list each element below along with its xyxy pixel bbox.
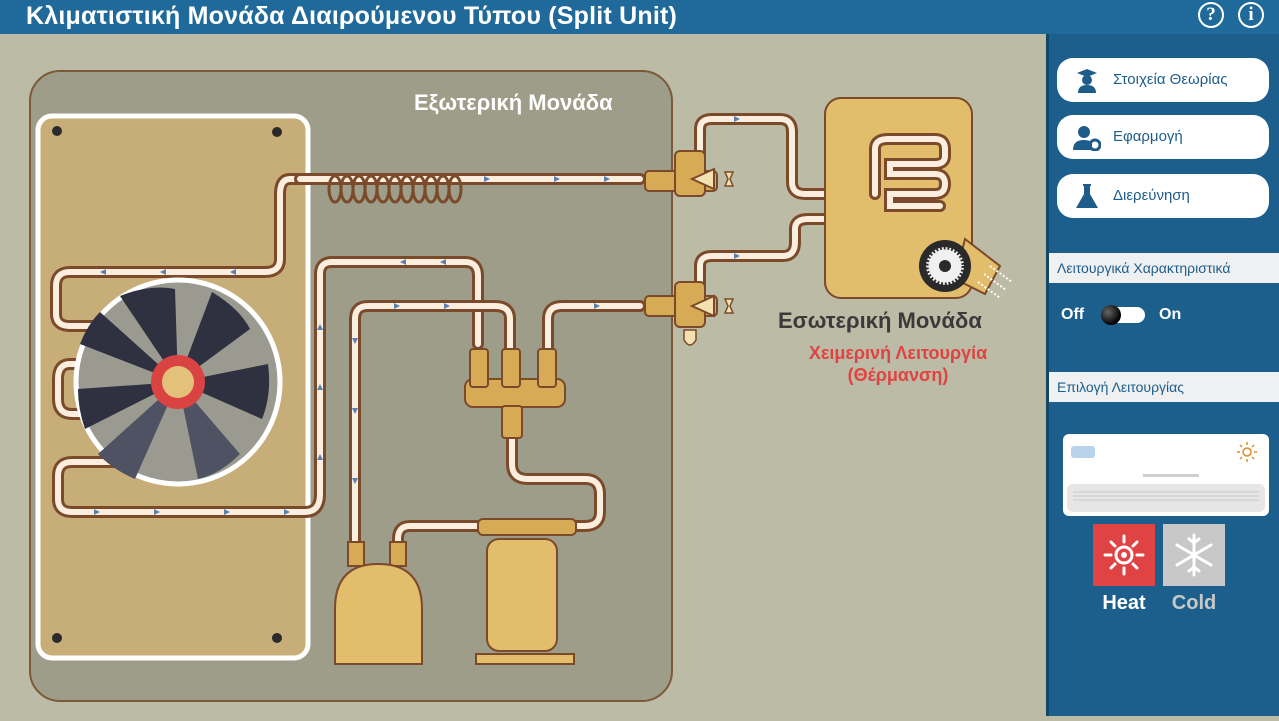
mode-line-1: Χειμερινή Λειτουργία — [808, 343, 988, 363]
control-sidebar: Στοιχεία Θεωρίας Εφαρμογή Διερεύνηση Λει… — [1046, 34, 1279, 716]
app-title: Κλιματιστική Μονάδα Διαιρούμενου Τύπου (… — [26, 2, 678, 30]
indoor-unit — [824, 97, 1013, 299]
mode-description: Χειμερινή Λειτουργία (Θέρμανση) — [780, 342, 1016, 386]
outdoor-fan — [73, 277, 283, 487]
help-button[interactable]: ? — [1198, 2, 1224, 28]
diagram-stage: Εξωτερική Μονάδα Εσωτερική Μονάδα Χειμερ… — [0, 34, 1046, 716]
accumulator — [334, 541, 423, 665]
mode-section-title: Επιλογή Λειτουργίας — [1049, 372, 1279, 402]
heat-mode-button[interactable] — [1093, 524, 1155, 586]
screw — [272, 633, 282, 643]
heat-mode-label: Heat — [1102, 592, 1146, 614]
application-button[interactable]: Εφαρμογή — [1057, 115, 1269, 159]
snowflake-icon — [1175, 533, 1213, 577]
upper-service-valve — [644, 150, 735, 197]
question-circle-icon: ? — [1206, 4, 1216, 25]
lower-service-valve — [644, 281, 735, 346]
application-button-label: Εφαρμογή — [1113, 128, 1183, 145]
info-button[interactable]: i — [1238, 2, 1264, 28]
indoor-unit-label: Εσωτερική Μονάδα — [778, 308, 982, 333]
ac-unit-display — [1063, 434, 1269, 516]
flask-icon — [1073, 182, 1101, 210]
sun-icon — [1103, 534, 1145, 576]
mode-line-2: (Θέρμανση) — [847, 365, 949, 385]
screw — [52, 633, 62, 643]
power-toggle[interactable] — [1101, 305, 1145, 325]
compressor — [475, 518, 577, 665]
screw — [272, 127, 282, 137]
investigation-button-label: Διερεύνηση — [1113, 187, 1190, 204]
cold-mode-button[interactable] — [1163, 524, 1225, 586]
user-gear-icon — [1073, 123, 1102, 152]
capillary-tube — [327, 174, 463, 204]
flow-arrows — [94, 116, 880, 515]
outdoor-unit-label: Εξωτερική Μονάδα — [414, 90, 613, 115]
theory-button-label: Στοιχεία Θεωρίας — [1113, 71, 1228, 88]
investigation-button[interactable]: Διερεύνηση — [1057, 174, 1269, 218]
toggle-on-label: On — [1159, 306, 1182, 323]
cold-mode-label: Cold — [1171, 592, 1217, 614]
split-unit-diagram — [29, 70, 1013, 702]
graduate-icon — [1073, 66, 1101, 94]
toggle-off-label: Off — [1061, 306, 1085, 323]
screw — [52, 126, 62, 136]
title-bar: Κλιματιστική Μονάδα Διαιρούμενου Τύπου (… — [0, 0, 1279, 34]
refrigerant-pipes — [50, 113, 956, 560]
features-section-title: Λειτουργικά Χαρακτηριστικά — [1049, 253, 1279, 283]
sun-icon — [1237, 442, 1257, 462]
toggle-knob — [1101, 305, 1121, 325]
info-circle-icon: i — [1248, 4, 1254, 25]
four-way-valve — [464, 348, 566, 439]
theory-button[interactable]: Στοιχεία Θεωρίας — [1057, 58, 1269, 102]
